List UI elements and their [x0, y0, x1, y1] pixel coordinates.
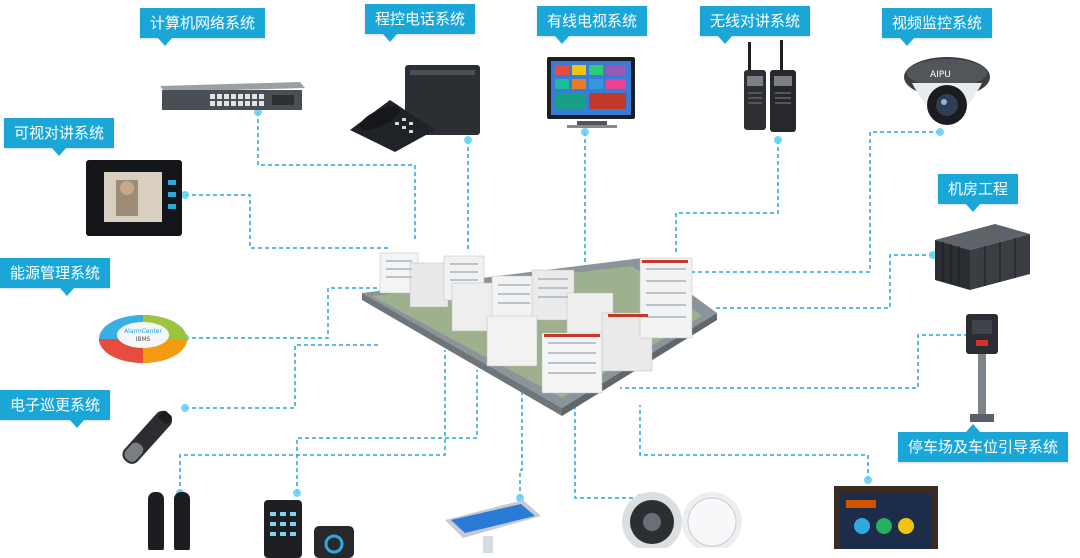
- server-rack-icon: [935, 224, 1030, 290]
- line-bottom-3: [519, 375, 523, 498]
- line-server: [715, 254, 933, 309]
- walkie-talkie-icon: [744, 40, 796, 132]
- video-intercom-icon: [86, 160, 182, 236]
- label-parking-text: 停车场及车位引导系统: [908, 438, 1059, 456]
- energy-line1-text: AlarmCenter: [124, 328, 162, 335]
- television-icon: [547, 57, 635, 128]
- energy-management-icon: AlarmCenter IBMS: [99, 315, 187, 363]
- label-intercom-text: 可视对讲系统: [14, 124, 105, 142]
- infrared-beam-icon: [148, 492, 190, 550]
- label-phone-system: 程控电话系统: [365, 4, 476, 42]
- label-phone-text: 程控电话系统: [375, 10, 466, 28]
- label-energy-text: 能源管理系统: [10, 264, 101, 282]
- label-tv-text: 有线电视系统: [547, 12, 638, 30]
- label-tv-system: 有线电视系统: [537, 6, 648, 44]
- patrol-wand-icon: [122, 410, 173, 464]
- line-patrol: [185, 344, 380, 409]
- touch-kiosk-icon: [445, 500, 541, 553]
- telephone-icon: [350, 65, 480, 152]
- dome-camera-icon: AIPU: [904, 57, 990, 125]
- label-cctv-text: 视频监控系统: [892, 14, 983, 32]
- line-intercom: [185, 194, 390, 249]
- access-control-icon: [264, 500, 354, 558]
- line-network: [257, 112, 416, 240]
- line-cctv: [690, 131, 940, 273]
- building-complex: [362, 252, 717, 416]
- guest-room-panel-icon: [834, 486, 938, 549]
- energy-line2-text: IBMS: [136, 336, 151, 343]
- label-network-system: 计算机网络系统: [140, 8, 266, 46]
- label-server-room: 机房工程: [938, 174, 1019, 212]
- camera-brand-text: AIPU: [930, 70, 951, 80]
- label-energy-system: 能源管理系统: [0, 258, 111, 296]
- label-network-text: 计算机网络系统: [150, 14, 256, 32]
- line-radio: [675, 140, 779, 255]
- line-bottom-1: [179, 350, 446, 493]
- line-energy: [185, 287, 378, 339]
- label-radio-text: 无线对讲系统: [710, 12, 801, 30]
- label-patrol-text: 电子巡更系统: [10, 396, 101, 414]
- label-radio-system: 无线对讲系统: [700, 6, 811, 44]
- label-cctv-system: 视频监控系统: [882, 8, 993, 46]
- line-parking: [620, 334, 975, 389]
- label-server-text: 机房工程: [948, 180, 1009, 198]
- line-bottom-4: [574, 405, 640, 499]
- network-switch-icon: [160, 82, 305, 110]
- label-patrol-system: 电子巡更系统: [0, 390, 111, 428]
- ceiling-speaker-icon: [622, 492, 742, 548]
- parking-terminal-icon: [966, 314, 998, 422]
- label-parking-system: 停车场及车位引导系统: [898, 424, 1069, 462]
- line-bottom-2: [296, 370, 478, 493]
- label-intercom-system: 可视对讲系统: [4, 118, 115, 156]
